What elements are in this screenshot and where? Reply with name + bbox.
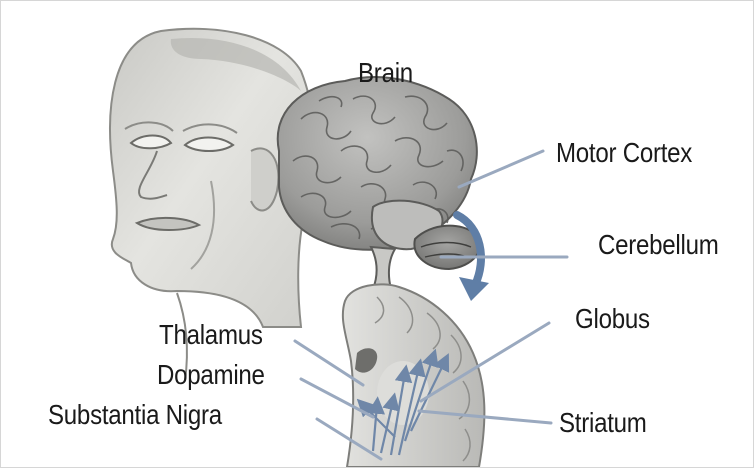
label-substantia-nigra: Substantia Nigra xyxy=(48,401,222,429)
label-striatum: Striatum xyxy=(559,409,647,437)
ear-shape xyxy=(251,148,278,210)
label-cerebellum: Cerebellum xyxy=(598,231,719,259)
label-dopamine: Dopamine xyxy=(157,361,265,389)
label-motor-cortex: Motor Cortex xyxy=(556,139,692,167)
label-globus: Globus xyxy=(575,305,650,333)
label-brain: Brain xyxy=(358,59,413,87)
label-thalamus: Thalamus xyxy=(159,321,263,349)
brainstem-shape xyxy=(371,247,395,289)
